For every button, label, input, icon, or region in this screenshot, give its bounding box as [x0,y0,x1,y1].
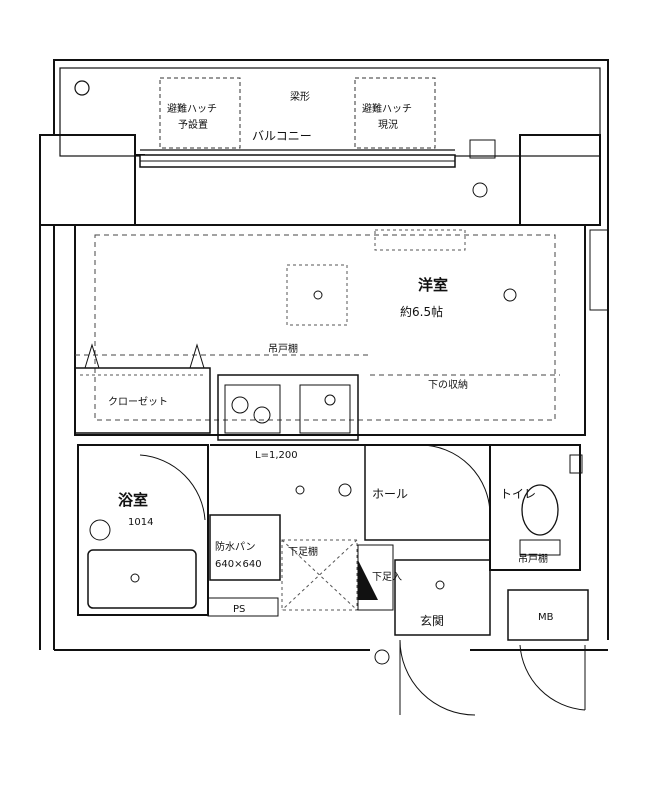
bathroom [77,444,209,616]
hatch-left-sub: 予設置 [178,118,208,131]
upper-shelf-label: 吊戸棚 [268,342,298,355]
closet-label: クローゼット [108,396,168,408]
closet [74,367,211,434]
bathtub [87,549,197,609]
hatch-left-label: 避難ハッチ [167,102,217,115]
pan-label: 防水パン [215,540,256,553]
ps-label: PS [233,604,245,615]
balcony-label: バルコニー [252,129,312,143]
top-beam-label: 梁形 [290,90,310,103]
toilet [489,444,583,571]
toilet-storage-label: 吊戸棚 [518,552,548,565]
pan-size: 640×640 [215,559,262,570]
shoe-box-label: 下足入 [372,571,402,583]
ceiling-light-box [286,264,348,326]
shoe-area [281,539,394,611]
mb-label: MB [538,612,554,623]
balcony-area [59,67,601,198]
western-room-label: 洋室 [418,276,448,294]
western-room-size: 約6.5帖 [400,304,443,319]
hatch-left [159,77,241,149]
bath-code: 1014 [128,517,153,528]
kitchen-length: L=1,200 [255,450,298,461]
hatch-right-sub: 現況 [378,119,398,131]
washroom [209,514,281,581]
toilet-label: トイレ [500,487,536,501]
western-room [74,224,609,436]
hatch-right [354,77,436,149]
shoe-cabinet-label: 下足棚 [288,545,318,558]
entrance-label: 玄関 [420,613,444,628]
mb-box [507,589,589,711]
hatch-right-label: 避難ハッチ [362,102,412,115]
bath-label: 浴室 [118,491,148,509]
ps-box [207,597,279,617]
entrance [374,559,491,716]
lower-storage-label: 下の収納 [428,378,468,391]
kitchen [217,374,359,441]
hall-label: ホール [372,487,408,501]
